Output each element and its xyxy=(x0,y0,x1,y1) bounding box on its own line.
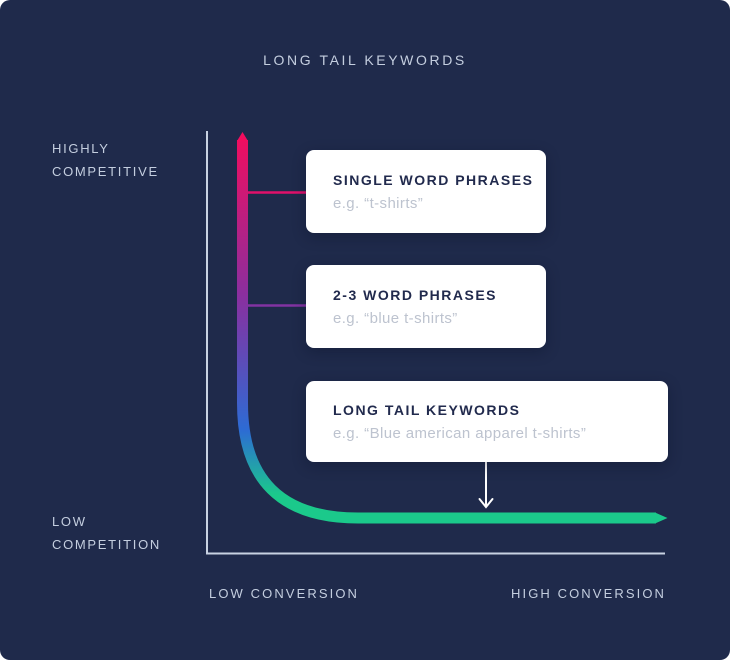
callout-example: e.g. “Blue american apparel t-shirts” xyxy=(333,424,587,442)
axes xyxy=(206,131,665,555)
callout-long-tail-keywords: LONG TAIL KEYWORDS e.g. “Blue american a… xyxy=(306,381,668,462)
callout-2-3-word-phrases: 2-3 WORD PHRASES e.g. “blue t-shirts” xyxy=(306,265,546,348)
callout-title: SINGLE WORD PHRASES xyxy=(333,171,534,188)
callout-example: e.g. “blue t-shirts” xyxy=(333,309,458,327)
callout-title: 2-3 WORD PHRASES xyxy=(333,286,498,303)
y-axis-top-label-line1: HIGHLY xyxy=(52,141,110,156)
y-axis-top-label: HIGHLY COMPETITIVE xyxy=(52,137,159,183)
y-axis-top-label-line2: COMPETITIVE xyxy=(52,164,159,179)
x-axis-right-label: HIGH CONVERSION xyxy=(511,586,667,601)
y-axis-bottom-label: LOW COMPETITION xyxy=(52,510,161,556)
y-axis-bottom-label-line2: COMPETITION xyxy=(52,537,161,552)
callout-title: LONG TAIL KEYWORDS xyxy=(333,401,521,418)
curve-top-tip xyxy=(237,132,248,141)
y-axis-bottom-label-line1: LOW xyxy=(52,514,87,529)
curve-right-arrow-tip xyxy=(655,512,668,524)
long-tail-pointer-arrow xyxy=(478,461,494,509)
callout-single-word-phrases: SINGLE WORD PHRASES e.g. “t-shirts” xyxy=(306,150,546,233)
x-axis-left-label: LOW CONVERSION xyxy=(209,586,360,601)
arrow-head-icon xyxy=(478,498,494,509)
callout-example: e.g. “t-shirts” xyxy=(333,194,424,212)
diagram-title: LONG TAIL KEYWORDS xyxy=(263,52,467,68)
keyword-curve xyxy=(237,132,668,524)
keyword-curve-path xyxy=(237,140,656,524)
